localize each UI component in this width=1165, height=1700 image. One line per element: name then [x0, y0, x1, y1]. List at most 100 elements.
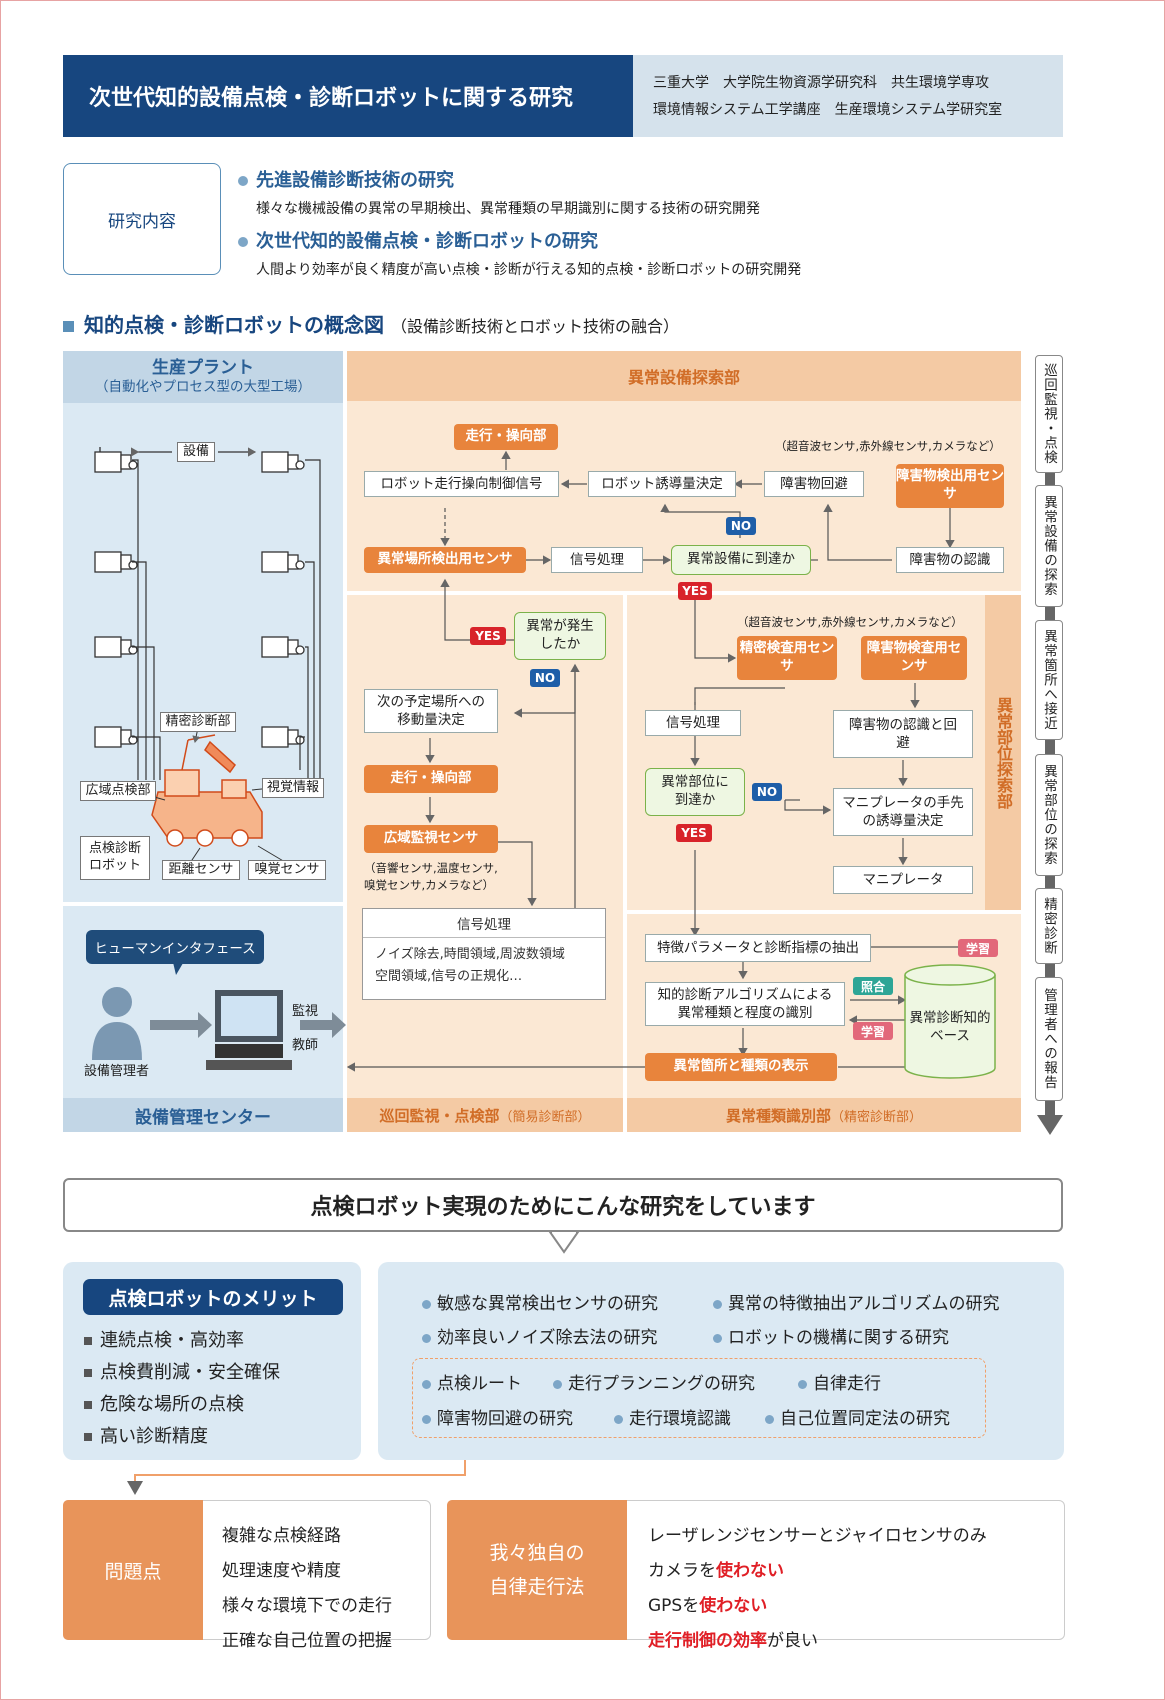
person-icon: [92, 987, 142, 1060]
learn-label-1: 学習: [958, 939, 998, 957]
reach-part-box: 異常部位に到達か: [645, 768, 745, 816]
obstacle-detect-sensor-box: 障害物検出用センサ: [896, 464, 1004, 508]
step-6: 管理者への報告: [1035, 977, 1063, 1101]
signal-process-panel: 信号処理 ノイズ除去,時間領域,周波数領域 空間領域,信号の正規化…: [362, 908, 606, 1000]
signal-process-box-2: 信号処理: [645, 710, 741, 736]
study-4: ロボットの機構に関する研究: [713, 1323, 949, 1348]
drive-steer-box-2: 走行・操向部: [364, 765, 498, 793]
yes-label-1: YES: [678, 582, 712, 600]
patrol-panel: [347, 595, 623, 1132]
square-icon: [63, 321, 74, 332]
merit-title: 点検ロボットのメリット: [83, 1279, 343, 1315]
bullet-icon: [238, 237, 248, 247]
plant-title: 生産プラント（自動化やプロセス型の大型工場）: [63, 351, 343, 403]
method-line-3: GPSを使わない: [648, 1596, 768, 1616]
algorithm-box: 知的診断アルゴリズムによる異常種類と程度の識別: [645, 982, 845, 1026]
location-sensor-box: 異常場所検出用センサ: [364, 547, 526, 573]
step-4: 異常部位の探索: [1035, 754, 1063, 876]
study-6: 走行プランニングの研究: [553, 1369, 755, 1394]
visual-label: 視覚情報: [262, 778, 324, 798]
center-title: 設備管理センター: [63, 1098, 343, 1132]
research-desc-2: 人間より効率が良く精度が高い点検・診断が行える知的点検・診断ロボットの研究開発: [256, 262, 802, 278]
research-item-2: 次世代知的設備点検・診断ロボットの研究 人間より効率が良く精度が高い点検・診断が…: [238, 227, 801, 279]
research-item-1: 先進設備診断技術の研究 様々な機械設備の異常の早期検出、異常種類の早期識別に関す…: [238, 166, 760, 218]
precise-label: 精密診断部: [160, 712, 236, 732]
robot-illustration: [151, 734, 263, 847]
research-head-1: 先進設備診断技術の研究: [256, 170, 454, 191]
computer-icon: [206, 990, 292, 1070]
obstacle-inspect-sensor-box: 障害物検査用センサ: [861, 636, 967, 680]
teach-label: 教師: [292, 1038, 319, 1053]
study-7: 自律走行: [798, 1369, 881, 1394]
problem-label: 問題点: [63, 1500, 203, 1640]
affiliation-line-2: 環境情報システム工学講座 生産環境システム学研究室: [653, 102, 1003, 118]
study-2: 異常の特徴抽出アルゴリズムの研究: [713, 1289, 1000, 1314]
wide-label: 広域点検部: [80, 781, 156, 801]
robot-label: 点検診断ロボット: [80, 836, 150, 880]
machine-icons: [94, 447, 305, 748]
study-5: 点検ルート: [422, 1369, 522, 1394]
precision-sensor-box: 精密検査用センサ: [737, 636, 837, 680]
display-result-box: 異常箇所と種類の表示: [645, 1053, 837, 1081]
study-9: 走行環境認識: [614, 1404, 731, 1429]
section-subtitle: （設備診断技術とロボット技術の融合）: [390, 317, 679, 336]
step-1: 巡回監視・点検: [1035, 355, 1063, 473]
obstacle-avoid-box: 障害物回避: [764, 471, 864, 497]
drive-steer-box-1: 走行・操向部: [454, 424, 558, 450]
page-title: 次世代知的設備点検・診断ロボットに関する研究: [63, 55, 633, 137]
smell-sensor-label: 嗅覚センサ: [248, 860, 326, 880]
next-move-box: 次の予定場所への移動量決定: [364, 689, 498, 733]
obstacle-recog-box: 障害物の認識: [896, 547, 1004, 573]
no-label-1: NO: [726, 517, 756, 535]
merit-item-1: 連続点検・高効率: [84, 1325, 280, 1357]
signal-process-detail-2: 空間領域,信号の正規化…: [375, 969, 523, 985]
search-title: 異常設備探索部: [347, 351, 1021, 401]
merit-item-3: 危険な場所の点検: [84, 1389, 280, 1421]
merit-item-4: 高い診断精度: [84, 1421, 280, 1453]
study-3: 効率良いノイズ除去法の研究: [422, 1323, 658, 1348]
bullet-icon: [238, 176, 248, 186]
wide-sensor-note: （音響センサ,温度センサ,嗅覚センサ,カメラなど）: [364, 861, 498, 892]
research-head-2: 次世代知的設備点検・診断ロボットの研究: [256, 231, 598, 252]
no-label-3: NO: [752, 783, 782, 801]
research-banner: 点検ロボット実現のためにこんな研究をしています: [63, 1178, 1063, 1232]
study-8: 障害物回避の研究: [422, 1404, 573, 1429]
step-3: 異常箇所へ接近: [1035, 620, 1063, 740]
part-sensor-note: （超音波センサ,赤外線センサ,カメラなど）: [737, 615, 963, 629]
merit-item-2: 点検費削減・安全確保: [84, 1357, 280, 1389]
manipulator-box: マニプレータ: [833, 866, 973, 894]
reach-equipment-box: 異常設備に到達か: [671, 545, 811, 575]
patrol-title: 巡回監視・点検部（簡易診断部）: [347, 1098, 623, 1132]
method-line-2: カメラを使わない: [648, 1561, 784, 1581]
monitor-label: 監視: [292, 1004, 319, 1019]
problem-item-2: 処理速度や精度: [222, 1561, 341, 1581]
database-icon: [904, 964, 996, 1079]
feature-extract-box: 特徴パラメータと診断指標の抽出: [645, 934, 871, 962]
study-10: 自己位置同定法の研究: [765, 1404, 950, 1429]
learn-label-2: 学習: [853, 1022, 893, 1040]
manipulator-guide-box: マニプレータの手先の誘導量決定: [833, 788, 973, 836]
method-label: 我々独自の自律走行法: [447, 1500, 627, 1640]
step-5: 精密診断: [1035, 888, 1063, 964]
problem-item-1: 複雑な点検経路: [222, 1526, 341, 1546]
study-1: 敏感な異常検出センサの研究: [422, 1289, 658, 1314]
signal-process-box-1: 信号処理: [551, 547, 643, 573]
studies-panel: [378, 1262, 1064, 1460]
section-title: 知的点検・診断ロボットの概念図 （設備診断技術とロボット技術の融合）: [63, 309, 679, 338]
method-line-1: レーザレンジセンサーとジャイロセンサのみ: [648, 1526, 987, 1546]
obstacle-recog-avoid-box: 障害物の認識と回避: [833, 710, 973, 758]
search-sensor-note: （超音波センサ,赤外線センサ,カメラなど）: [775, 439, 1001, 453]
control-signal-box: ロボット走行操向制御信号: [364, 471, 559, 497]
problem-item-4: 正確な自己位置の把握: [222, 1631, 392, 1651]
distance-sensor-label: 距離センサ: [162, 860, 240, 880]
yes-label-3: YES: [676, 824, 712, 842]
human-interface-label: ヒューマンインタフェース: [86, 930, 264, 964]
research-desc-1: 様々な機械設備の異常の早期検出、異常種類の早期識別に関する技術の研究開発: [256, 201, 760, 217]
equip-label: 設備: [177, 442, 215, 462]
guide-amount-box: ロボット誘導量決定: [588, 471, 736, 497]
part-side-title: 異常部位探索部: [985, 595, 1021, 910]
merit-list: 連続点検・高効率 点検費削減・安全確保 危険な場所の点検 高い診断精度: [84, 1325, 280, 1453]
signal-process-title: 信号処理: [363, 909, 605, 938]
affiliation-line-1: 三重大学 大学院生物資源学研究科 共生環境学専攻: [653, 75, 989, 91]
knowledge-base-label: 異常診断知的ベース: [909, 1010, 991, 1044]
